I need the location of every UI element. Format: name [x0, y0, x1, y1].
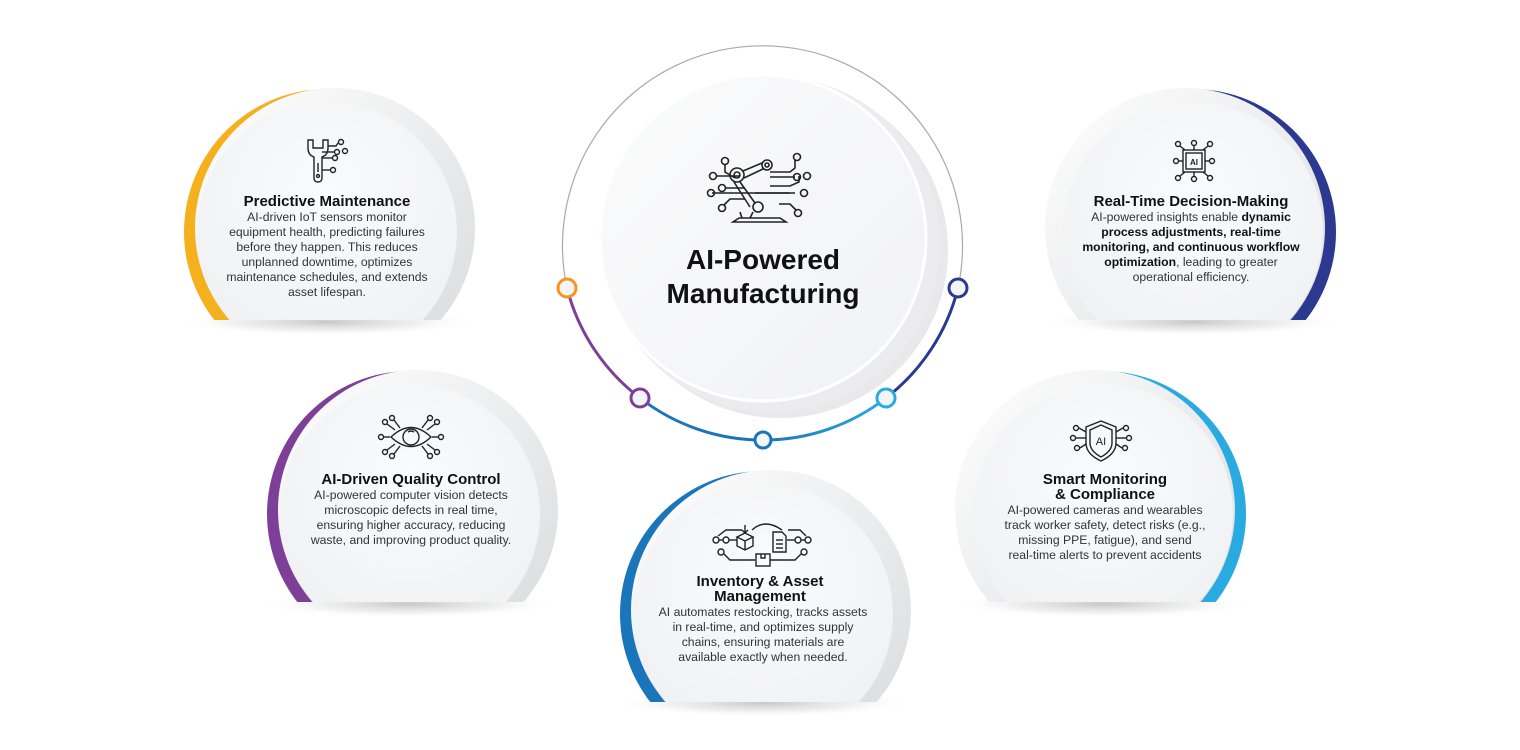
desc-line: optimization, leading to greater: [1104, 255, 1278, 269]
desc-line: monitoring, and continuous workflow: [1082, 240, 1300, 254]
card-description: AI-driven IoT sensors monitor equipment …: [177, 210, 477, 300]
desc-line: maintenance schedules, and extends: [226, 270, 428, 284]
card-description: AI-powered computer vision detects micro…: [261, 488, 561, 548]
card-title: Predictive Maintenance: [243, 193, 411, 210]
svg-text:AI: AI: [1190, 158, 1198, 167]
card-smart-monitoring-compliance: Smart Monitoring & Compliance AI-powered…: [955, 0, 1255, 610]
card-title-line1: Inventory & Asset: [696, 573, 824, 590]
node-purple: [629, 387, 651, 409]
eye-circuit-icon: [377, 414, 445, 460]
desc-line: available exactly when needed.: [678, 650, 848, 664]
desc-line: operational efficiency.: [1132, 270, 1250, 284]
ai-chip-icon: AI: [1172, 139, 1216, 183]
desc-line: ensuring higher accuracy, reducing: [316, 518, 506, 532]
desc-line: AI-powered cameras and wearables: [1007, 503, 1203, 517]
card-inventory-asset-management: Inventory & Asset Management AI automate…: [610, 0, 910, 710]
card-predictive-maintenance: Predictive Maintenance AI-driven IoT sen…: [177, 0, 477, 330]
desc-line: AI-driven IoT sensors monitor: [247, 210, 407, 224]
card-description: AI-powered insights enable dynamic proce…: [1041, 210, 1341, 285]
inventory-flow-icon: [712, 523, 812, 567]
desc-line: AI-powered computer vision detects: [314, 488, 508, 502]
node-blue: [753, 430, 773, 450]
svg-text:AI: AI: [1096, 436, 1106, 448]
center-title-line2: Manufacturing: [666, 278, 860, 309]
wrench-circuit-icon: [307, 138, 349, 183]
center-title: AI-Powered Manufacturing: [600, 243, 926, 311]
bubble-real-time-decision: [1043, 88, 1343, 336]
robotic-arm-circuit-icon: [706, 152, 812, 223]
desc-line: waste, and improving product quality.: [310, 533, 512, 547]
desc-line: before they happen. This reduces: [236, 240, 418, 254]
desc-line: missing PPE, fatigue), and send: [1018, 533, 1192, 547]
desc-line: process adjustments, real-time: [1101, 225, 1281, 239]
desc-line: in real-time, and optimizes supply: [672, 620, 854, 634]
card-description: AI automates restocking, tracks assets i…: [610, 605, 916, 665]
card-description: AI-powered cameras and wearables track w…: [955, 503, 1255, 563]
node-orange: [556, 277, 578, 299]
desc-line: chains, ensuring materials are: [681, 635, 845, 649]
center-title-line1: AI-Powered: [685, 244, 841, 275]
desc-line: asset lifespan.: [288, 285, 366, 299]
card-title-line2: Management: [714, 588, 806, 605]
desc-line: real-time alerts to prevent accidents: [1008, 548, 1202, 562]
desc-line: microscopic defects in real time,: [324, 503, 498, 517]
desc-line: unplanned downtime, optimizes: [241, 255, 413, 269]
desc-line: AI-powered insights enable dynamic: [1091, 210, 1291, 224]
card-ai-driven-quality-control: AI-Driven Quality Control AI-powered com…: [261, 0, 561, 610]
desc-line: AI automates restocking, tracks assets: [658, 605, 868, 619]
card-real-time-decision-making: Real-Time Decision-Making AI-powered ins…: [1041, 0, 1341, 330]
node-light-blue: [875, 387, 897, 409]
ai-shield-icon: AI: [1069, 420, 1133, 462]
central-hub: [556, 45, 969, 450]
desc-line: track worker safety, detect risks (e.g.,: [1004, 518, 1206, 532]
node-navy: [947, 277, 969, 299]
card-title-line2: & Compliance: [1054, 486, 1156, 503]
bubble-inventory-management: [613, 470, 913, 717]
bubble-smart-monitoring: [953, 370, 1253, 618]
bubble-quality-control: [260, 370, 560, 618]
card-title: AI-Driven Quality Control: [321, 471, 501, 488]
card-title-line1: Smart Monitoring: [1042, 471, 1168, 488]
card-title: Real-Time Decision-Making: [1093, 193, 1289, 210]
bubble-predictive-maintenance: [177, 88, 477, 336]
desc-line: equipment health, predicting failures: [229, 225, 425, 239]
